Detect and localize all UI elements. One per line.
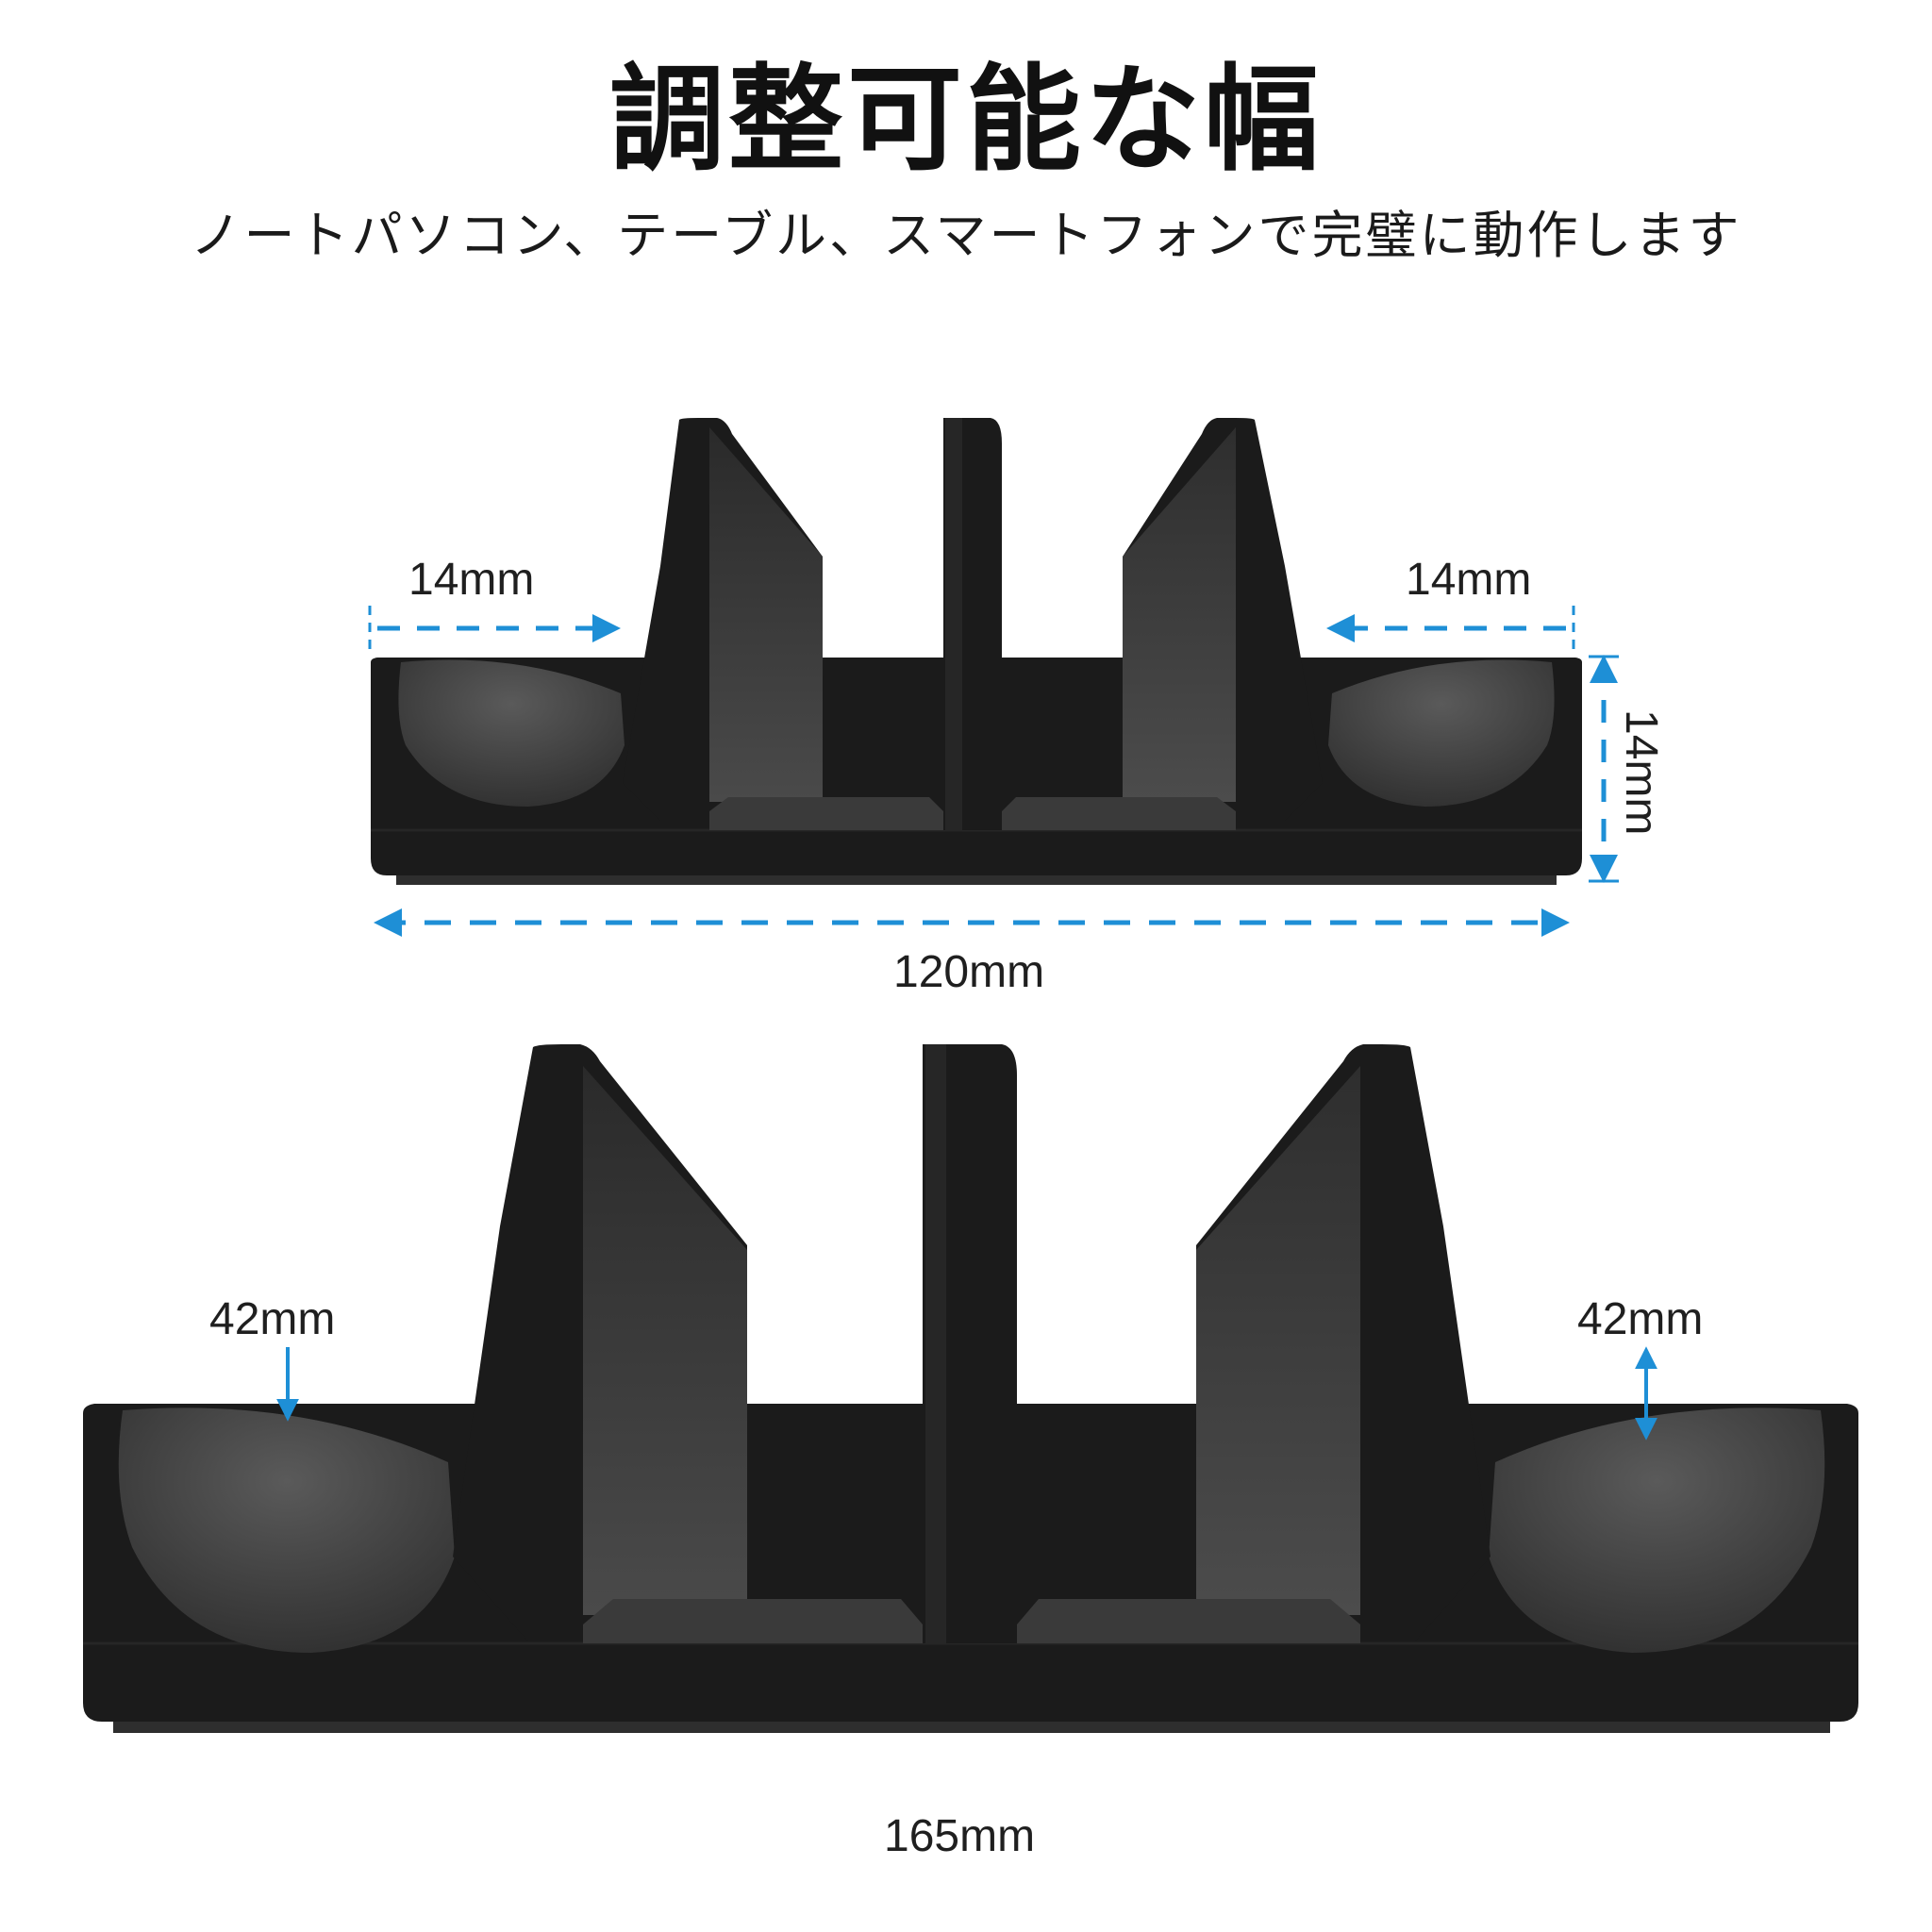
- top-height-label: 14mm: [1616, 709, 1666, 835]
- top-width-label: 120mm: [893, 947, 1044, 997]
- bottom-left-slot-label: 42mm: [209, 1294, 335, 1344]
- bottom-dimension-annotations: 42mm 42mm 165mm: [209, 1294, 1703, 1861]
- top-left-bowl: [398, 659, 625, 807]
- bottom-right-slot-label: 42mm: [1577, 1294, 1703, 1344]
- top-right-bowl: [1328, 659, 1555, 807]
- page-title: 調整可能な幅: [609, 53, 1323, 187]
- bottom-stand: [83, 1044, 1858, 1733]
- bottom-left-bowl: [118, 1407, 455, 1653]
- bottom-width-label: 165mm: [884, 1811, 1035, 1861]
- top-right-slot-label: 14mm: [1406, 555, 1531, 605]
- page-subtitle: ノートパソコン、テーブル、スマートフォンで完璧に動作します: [190, 206, 1742, 265]
- bottom-right-bowl: [1489, 1407, 1825, 1653]
- top-stand: [371, 418, 1582, 885]
- top-dimension-annotations: 14mm 14mm 14mm 120mm: [368, 555, 1666, 997]
- top-left-slot-label: 14mm: [408, 555, 534, 605]
